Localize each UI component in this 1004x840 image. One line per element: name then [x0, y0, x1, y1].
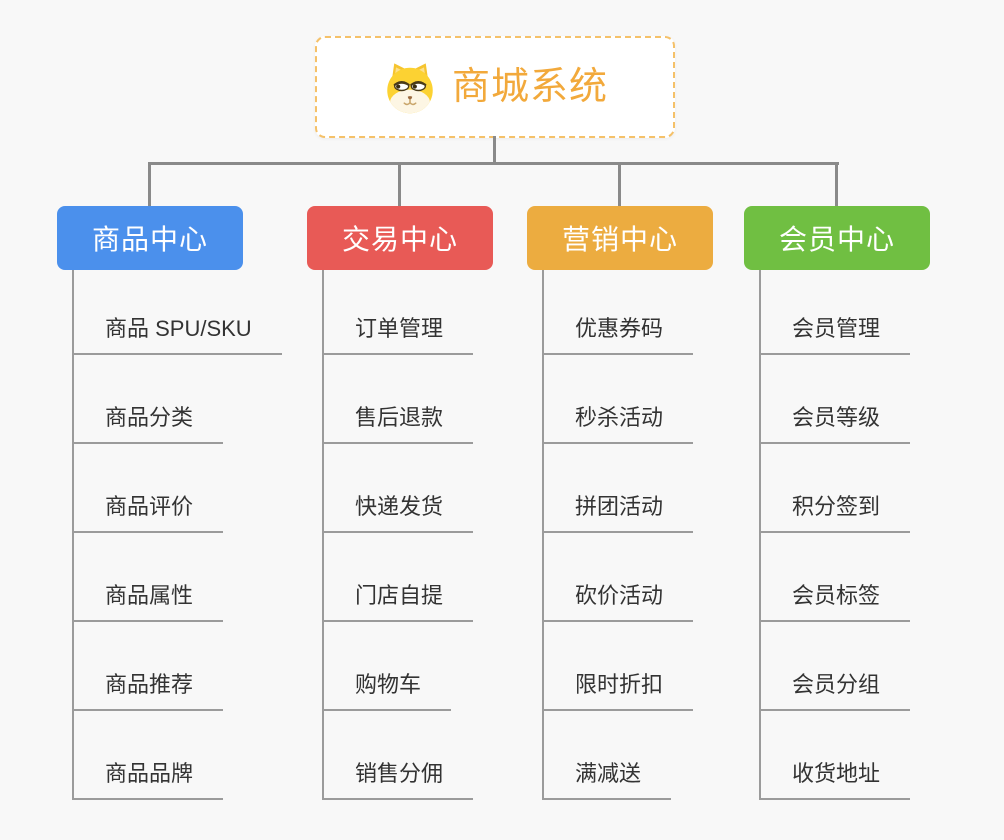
branch-spine: [72, 270, 74, 800]
branch-column-products: 商品中心 商品 SPU/SKU 商品分类 商品评价 商品属性 商品推荐 商品品牌: [57, 206, 307, 800]
branch-column-members: 会员中心 会员管理 会员等级 积分签到 会员标签 会员分组 收货地址: [744, 206, 994, 800]
leaf-node[interactable]: 秒杀活动: [542, 404, 694, 444]
leaf-node[interactable]: 拼团活动: [542, 493, 694, 533]
leaf-node[interactable]: 会员分组: [759, 671, 911, 711]
leaf-node[interactable]: 积分签到: [759, 493, 911, 533]
branch-node-marketing[interactable]: 营销中心: [527, 206, 713, 270]
root-node[interactable]: 商城系统: [315, 36, 675, 138]
connector-drop-3: [618, 164, 621, 208]
root-title: 商城系统: [451, 66, 608, 108]
leaf-node[interactable]: 购物车: [322, 671, 452, 711]
leaf-node[interactable]: 门店自提: [322, 582, 474, 622]
branch-node-trade[interactable]: 交易中心: [307, 206, 493, 270]
branch-spine: [759, 270, 761, 800]
leaf-node[interactable]: 商品推荐: [72, 671, 224, 711]
leaf-node[interactable]: 商品 SPU/SKU: [72, 315, 282, 355]
leaf-node[interactable]: 商品属性: [72, 582, 224, 622]
leaf-node[interactable]: 快递发货: [322, 493, 474, 533]
leaf-node[interactable]: 满减送: [542, 760, 672, 800]
branch-spine: [322, 270, 324, 800]
leaf-node[interactable]: 商品分类: [72, 404, 224, 444]
leaf-node[interactable]: 会员标签: [759, 582, 911, 622]
leaf-node[interactable]: 优惠券码: [542, 315, 694, 355]
leaf-node[interactable]: 订单管理: [322, 315, 474, 355]
connector-drop-2: [398, 164, 401, 208]
leaf-node[interactable]: 商品品牌: [72, 760, 224, 800]
dog-face-icon: [387, 63, 433, 114]
leaf-node[interactable]: 砍价活动: [542, 582, 694, 622]
leaf-node[interactable]: 收货地址: [759, 760, 911, 800]
connector-drop-1: [148, 164, 151, 208]
branch-column-marketing: 营销中心 优惠券码 秒杀活动 拼团活动 砍价活动 限时折扣 满减送: [527, 206, 777, 800]
branch-column-trade: 交易中心 订单管理 售后退款 快递发货 门店自提 购物车 销售分佣: [307, 206, 557, 800]
connector-root-drop: [493, 136, 496, 164]
branch-node-products[interactable]: 商品中心: [57, 206, 243, 270]
branch-node-members[interactable]: 会员中心: [744, 206, 930, 270]
leaf-node[interactable]: 商品评价: [72, 493, 224, 533]
branch-spine: [542, 270, 544, 800]
leaf-node[interactable]: 售后退款: [322, 404, 474, 444]
leaf-node[interactable]: 会员管理: [759, 315, 911, 355]
leaf-node[interactable]: 限时折扣: [542, 671, 694, 711]
connector-bus: [148, 162, 839, 165]
connector-drop-4: [835, 164, 838, 208]
leaf-node[interactable]: 会员等级: [759, 404, 911, 444]
leaf-node[interactable]: 销售分佣: [322, 760, 474, 800]
